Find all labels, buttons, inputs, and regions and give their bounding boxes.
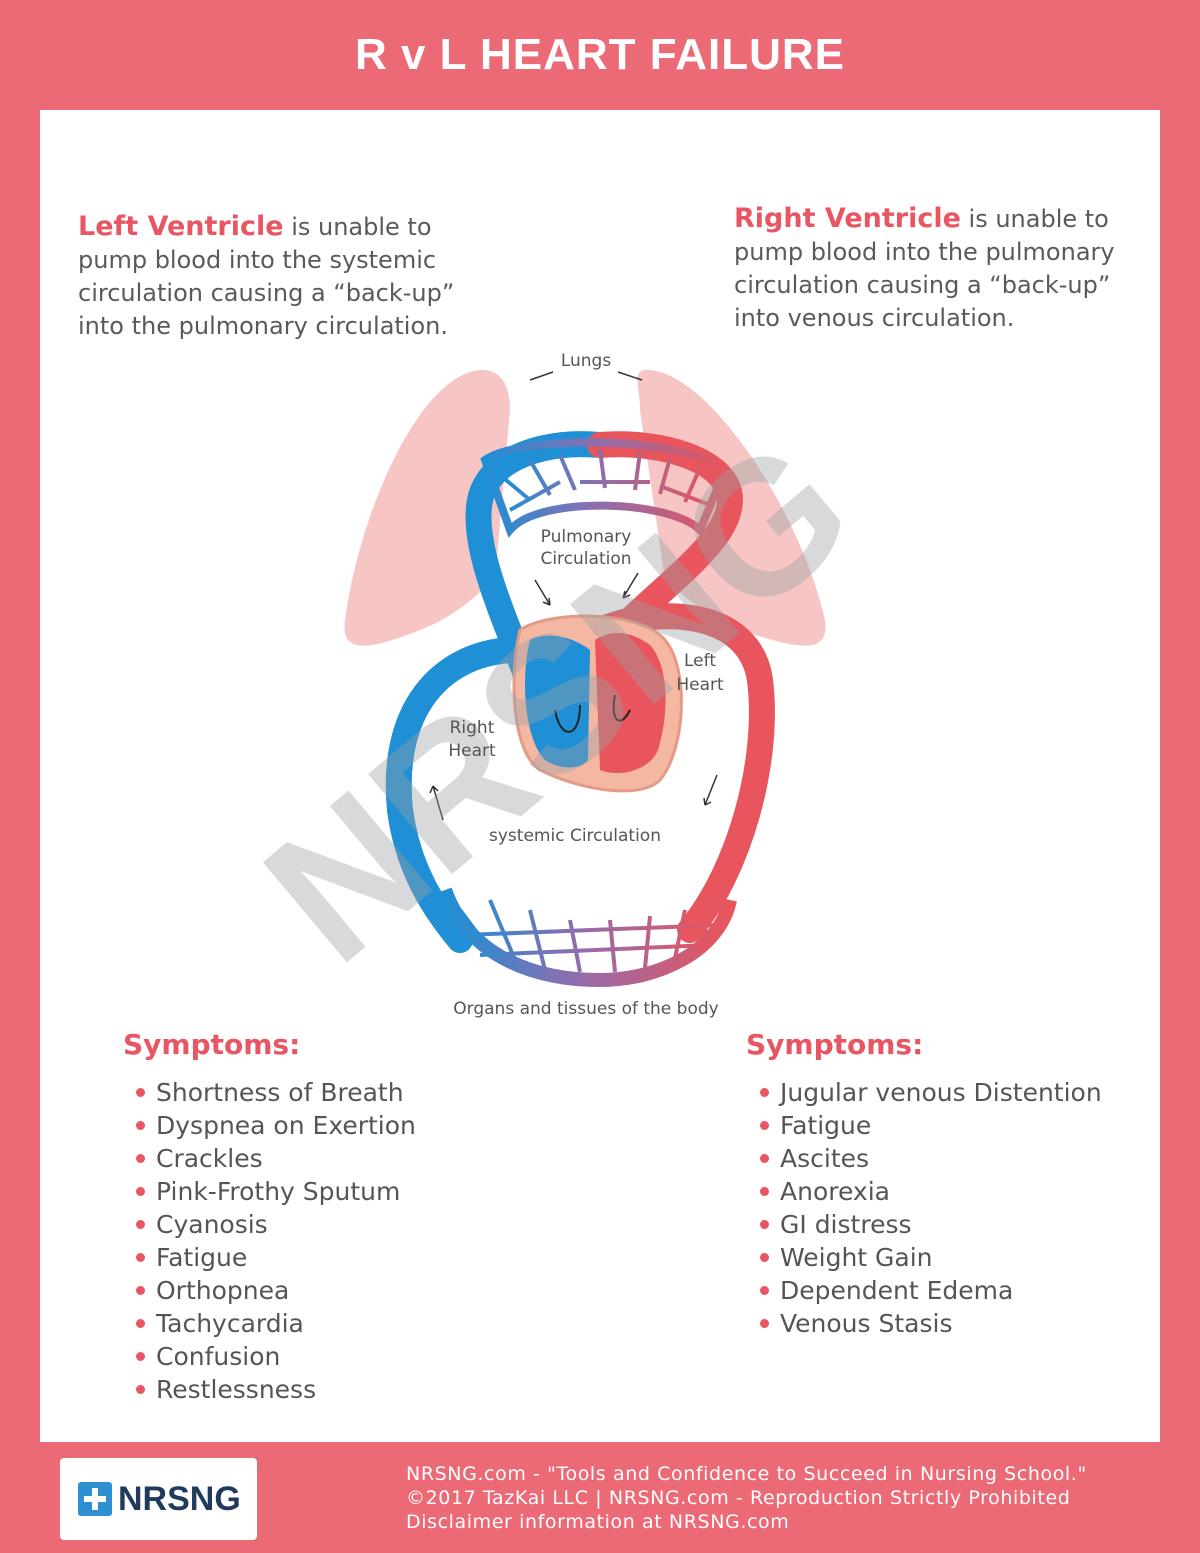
label-pulmonary-1: Pulmonary [541, 527, 632, 547]
systemic-capillaries [438, 887, 737, 988]
label-organs: Organs and tissues of the body [453, 999, 718, 1019]
heart-flow-arrow-right [554, 704, 581, 733]
bullet-icon [760, 1154, 769, 1163]
right-ventricle-text: is unable to pump blood into the pulmona… [734, 205, 1115, 332]
pulmonary-capillary-mesh [498, 449, 711, 512]
footer: NRSNG.com - "Tools and Confidence to Suc… [406, 1462, 1196, 1534]
left-ventricle-text: is unable to pump blood into the systemi… [78, 213, 455, 340]
list-item: Crackles [132, 1142, 416, 1175]
right-symptoms-title: Symptoms: [746, 1028, 924, 1061]
right-ventricle-description: Right Ventricle is unable to pump blood … [734, 202, 1154, 335]
list-item: Jugular venous Distention [756, 1076, 1102, 1109]
arrow-pulmonary-left [534, 579, 551, 606]
lungs-pointer-left [529, 371, 554, 381]
list-item: Cyanosis [132, 1208, 416, 1241]
list-item: Fatigue [756, 1109, 1102, 1142]
bullet-icon [136, 1319, 145, 1328]
bullet-icon [136, 1154, 145, 1163]
systemic-loop [385, 603, 775, 988]
circulation-diagram: NRSNG Lungs Pulmonary Circulation Left H… [227, 351, 889, 1019]
list-item: Confusion [132, 1340, 416, 1373]
list-item: Anorexia [756, 1175, 1102, 1208]
logo-text: NRSNG [118, 1480, 241, 1518]
bullet-icon [760, 1286, 769, 1295]
bullet-icon [136, 1187, 145, 1196]
systemic-vessel-blue [385, 637, 523, 953]
footer-tagline: NRSNG.com - "Tools and Confidence to Suc… [406, 1463, 1087, 1485]
left-lung [344, 369, 510, 646]
arrow-pulmonary-right [622, 572, 639, 599]
list-item: Dependent Edema [756, 1274, 1102, 1307]
bullet-icon [136, 1253, 145, 1262]
label-right-heart-2: Heart [448, 741, 496, 761]
label-lungs: Lungs [561, 351, 612, 371]
bullet-icon [760, 1187, 769, 1196]
list-item: Orthopnea [132, 1274, 416, 1307]
label-left-heart-2: Heart [676, 675, 724, 695]
bullet-icon [760, 1319, 769, 1328]
footer-copyright: ©2017 TazKai LLC | NRSNG.com - Reproduct… [406, 1487, 1071, 1509]
watermark: NRSNG [227, 398, 889, 1001]
left-ventricle-heading: Left Ventricle [78, 211, 284, 242]
bullet-icon [760, 1253, 769, 1262]
left-symptoms-list: Shortness of Breath Dyspnea on Exertion … [132, 1076, 416, 1406]
list-item: Fatigue [132, 1241, 416, 1274]
list-item: Tachycardia [132, 1307, 416, 1340]
bullet-icon [136, 1286, 145, 1295]
systemic-vessel-red [587, 603, 775, 943]
page-title: R v L HEART FAILURE [354, 30, 845, 79]
list-item: Pink-Frothy Sputum [132, 1175, 416, 1208]
list-item: Restlessness [132, 1373, 416, 1406]
label-right-heart-1: Right [450, 718, 495, 738]
bullet-icon [136, 1088, 145, 1097]
right-ventricle-heading: Right Ventricle [734, 203, 961, 234]
list-item: GI distress [756, 1208, 1102, 1241]
list-item: Ascites [756, 1142, 1102, 1175]
arrow-systemic-left [429, 785, 444, 821]
bullet-icon [136, 1121, 145, 1130]
flow-arrows [429, 371, 718, 821]
list-item: Shortness of Breath [132, 1076, 416, 1109]
right-heart-chamber [525, 635, 590, 768]
content-panel: NRSNG Lungs Pulmonary Circulation Left H… [40, 110, 1160, 1442]
list-item: Weight Gain [756, 1241, 1102, 1274]
bullet-icon [760, 1121, 769, 1130]
bullet-icon [760, 1088, 769, 1097]
left-ventricle-description: Left Ventricle is unable to pump blood i… [78, 210, 498, 343]
bullet-icon [760, 1220, 769, 1229]
bullet-icon [136, 1352, 145, 1361]
left-symptoms-title: Symptoms: [123, 1028, 301, 1061]
label-pulmonary-2: Circulation [540, 549, 631, 569]
left-heart-chamber [595, 633, 666, 774]
heart-flow-arrow-left [612, 694, 631, 722]
lungs-pointer-right [617, 371, 643, 381]
bullet-icon [136, 1385, 145, 1394]
arrow-systemic-right [703, 774, 718, 806]
list-item: Dyspnea on Exertion [132, 1109, 416, 1142]
systemic-capillary-mesh [458, 899, 721, 973]
footer-disclaimer: Disclaimer information at NRSNG.com [406, 1511, 790, 1533]
list-item: Venous Stasis [756, 1307, 1102, 1340]
label-systemic: systemic Circulation [489, 826, 661, 846]
bullet-icon [136, 1220, 145, 1229]
label-left-heart-1: Left [684, 651, 716, 671]
heart-illustration [512, 614, 683, 793]
right-symptoms-list: Jugular venous Distention Fatigue Ascite… [756, 1076, 1102, 1340]
nrsng-logo[interactable]: NRSNG [60, 1458, 257, 1540]
plus-icon [78, 1482, 112, 1516]
pulmonary-capillaries [480, 438, 730, 538]
